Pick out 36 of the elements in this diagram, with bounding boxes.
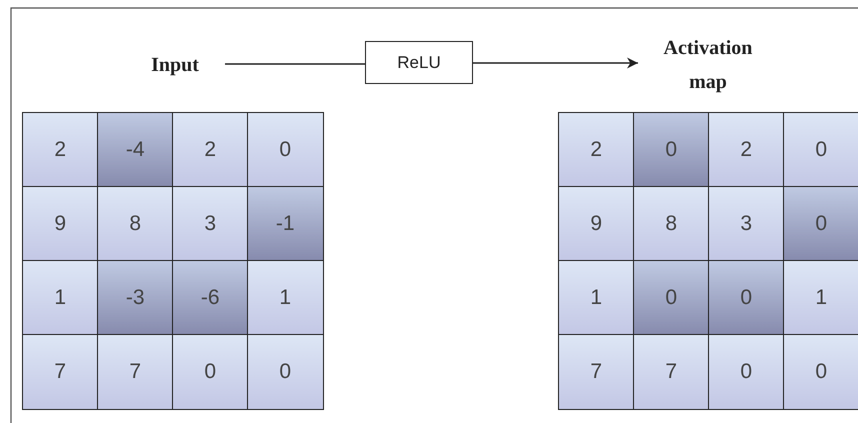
grid-cell: 9 (558, 186, 634, 262)
grid-cell: 3 (708, 186, 784, 262)
grid-cell: 1 (783, 260, 858, 336)
grid-cell: 1 (247, 260, 324, 336)
grid-cell: 9 (22, 186, 98, 262)
grid-cell: 0 (633, 260, 710, 336)
grid-cell: -3 (97, 260, 174, 336)
grid-cell: 0 (783, 334, 858, 410)
grid-cell: 0 (783, 186, 858, 262)
grid-cell: 7 (22, 334, 98, 410)
grid-cell: 7 (633, 334, 710, 410)
heading-text: Input (125, 48, 225, 82)
grid-cell: 0 (708, 334, 784, 410)
grid-cell: 8 (633, 186, 710, 262)
grid-cell: 0 (708, 260, 784, 336)
grid-cell: 7 (97, 334, 174, 410)
grid-cell: 3 (172, 186, 248, 262)
grid-cell: 0 (633, 112, 710, 188)
arrow (473, 58, 638, 68)
process-box: ReLU (365, 41, 473, 84)
grid-cell: 2 (172, 112, 248, 188)
grid-cell: 8 (97, 186, 174, 262)
grid-cell: 0 (783, 112, 858, 188)
grid-cell: -4 (97, 112, 174, 188)
grid-cell: 2 (708, 112, 784, 188)
grid-cell: 1 (558, 260, 634, 336)
grid-cell: 7 (558, 334, 634, 410)
grid-cell: -6 (172, 260, 248, 336)
grid-cell: 0 (247, 112, 324, 188)
grid-cell: 1 (22, 260, 98, 336)
grid-cell: -1 (247, 186, 324, 262)
grid-cell: 0 (172, 334, 248, 410)
grid-cell: 2 (22, 112, 98, 188)
grid-cell: 0 (247, 334, 324, 410)
heading-text: Activation map (643, 31, 773, 99)
grid-cell: 2 (558, 112, 634, 188)
